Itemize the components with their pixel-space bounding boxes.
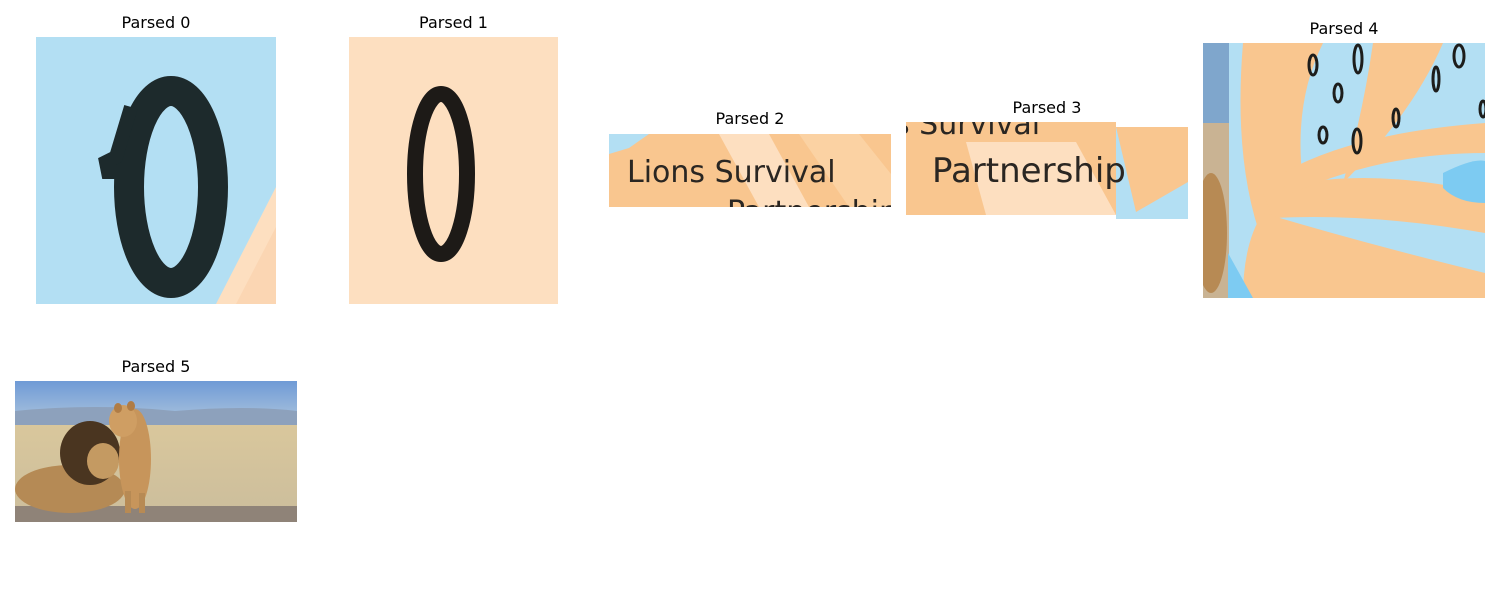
- lion-photo-crop-icon: [15, 381, 297, 522]
- panel-title: Parsed 5: [121, 357, 191, 376]
- abstract-illustration-crop-icon: [1203, 43, 1485, 298]
- sign-text-partial: Partnership: [727, 195, 891, 207]
- sign-text-partial: s Survival: [906, 122, 1040, 142]
- sign-text-crop-icon: Lions Survival Partnership: [609, 134, 891, 207]
- panel-title: Parsed 0: [121, 13, 191, 32]
- panel-parsed-3: Parsed 3 s Survival Partnership: [906, 95, 1188, 219]
- digit-zero-crop-peach-icon: [349, 37, 558, 304]
- panel-title: Parsed 2: [715, 109, 785, 128]
- panel-title: Parsed 1: [419, 13, 488, 32]
- sign-text-crop-icon: s Survival Partnership: [906, 122, 1188, 219]
- digit-zero-crop-blue-icon: [36, 37, 276, 304]
- sign-text: Lions Survival: [627, 155, 836, 190]
- panel-parsed-4: Parsed 4: [1203, 16, 1485, 298]
- panel-title: Parsed 3: [1012, 98, 1082, 117]
- sign-text: Partnership: [932, 151, 1126, 191]
- panel-parsed-5: Parsed 5: [15, 354, 297, 522]
- panel-title: Parsed 4: [1309, 19, 1379, 38]
- panel-parsed-2: Parsed 2 Lions Survival Partnership: [609, 106, 891, 207]
- panel-parsed-0: Parsed 0: [36, 10, 276, 304]
- panel-parsed-1: Parsed 1: [349, 10, 558, 304]
